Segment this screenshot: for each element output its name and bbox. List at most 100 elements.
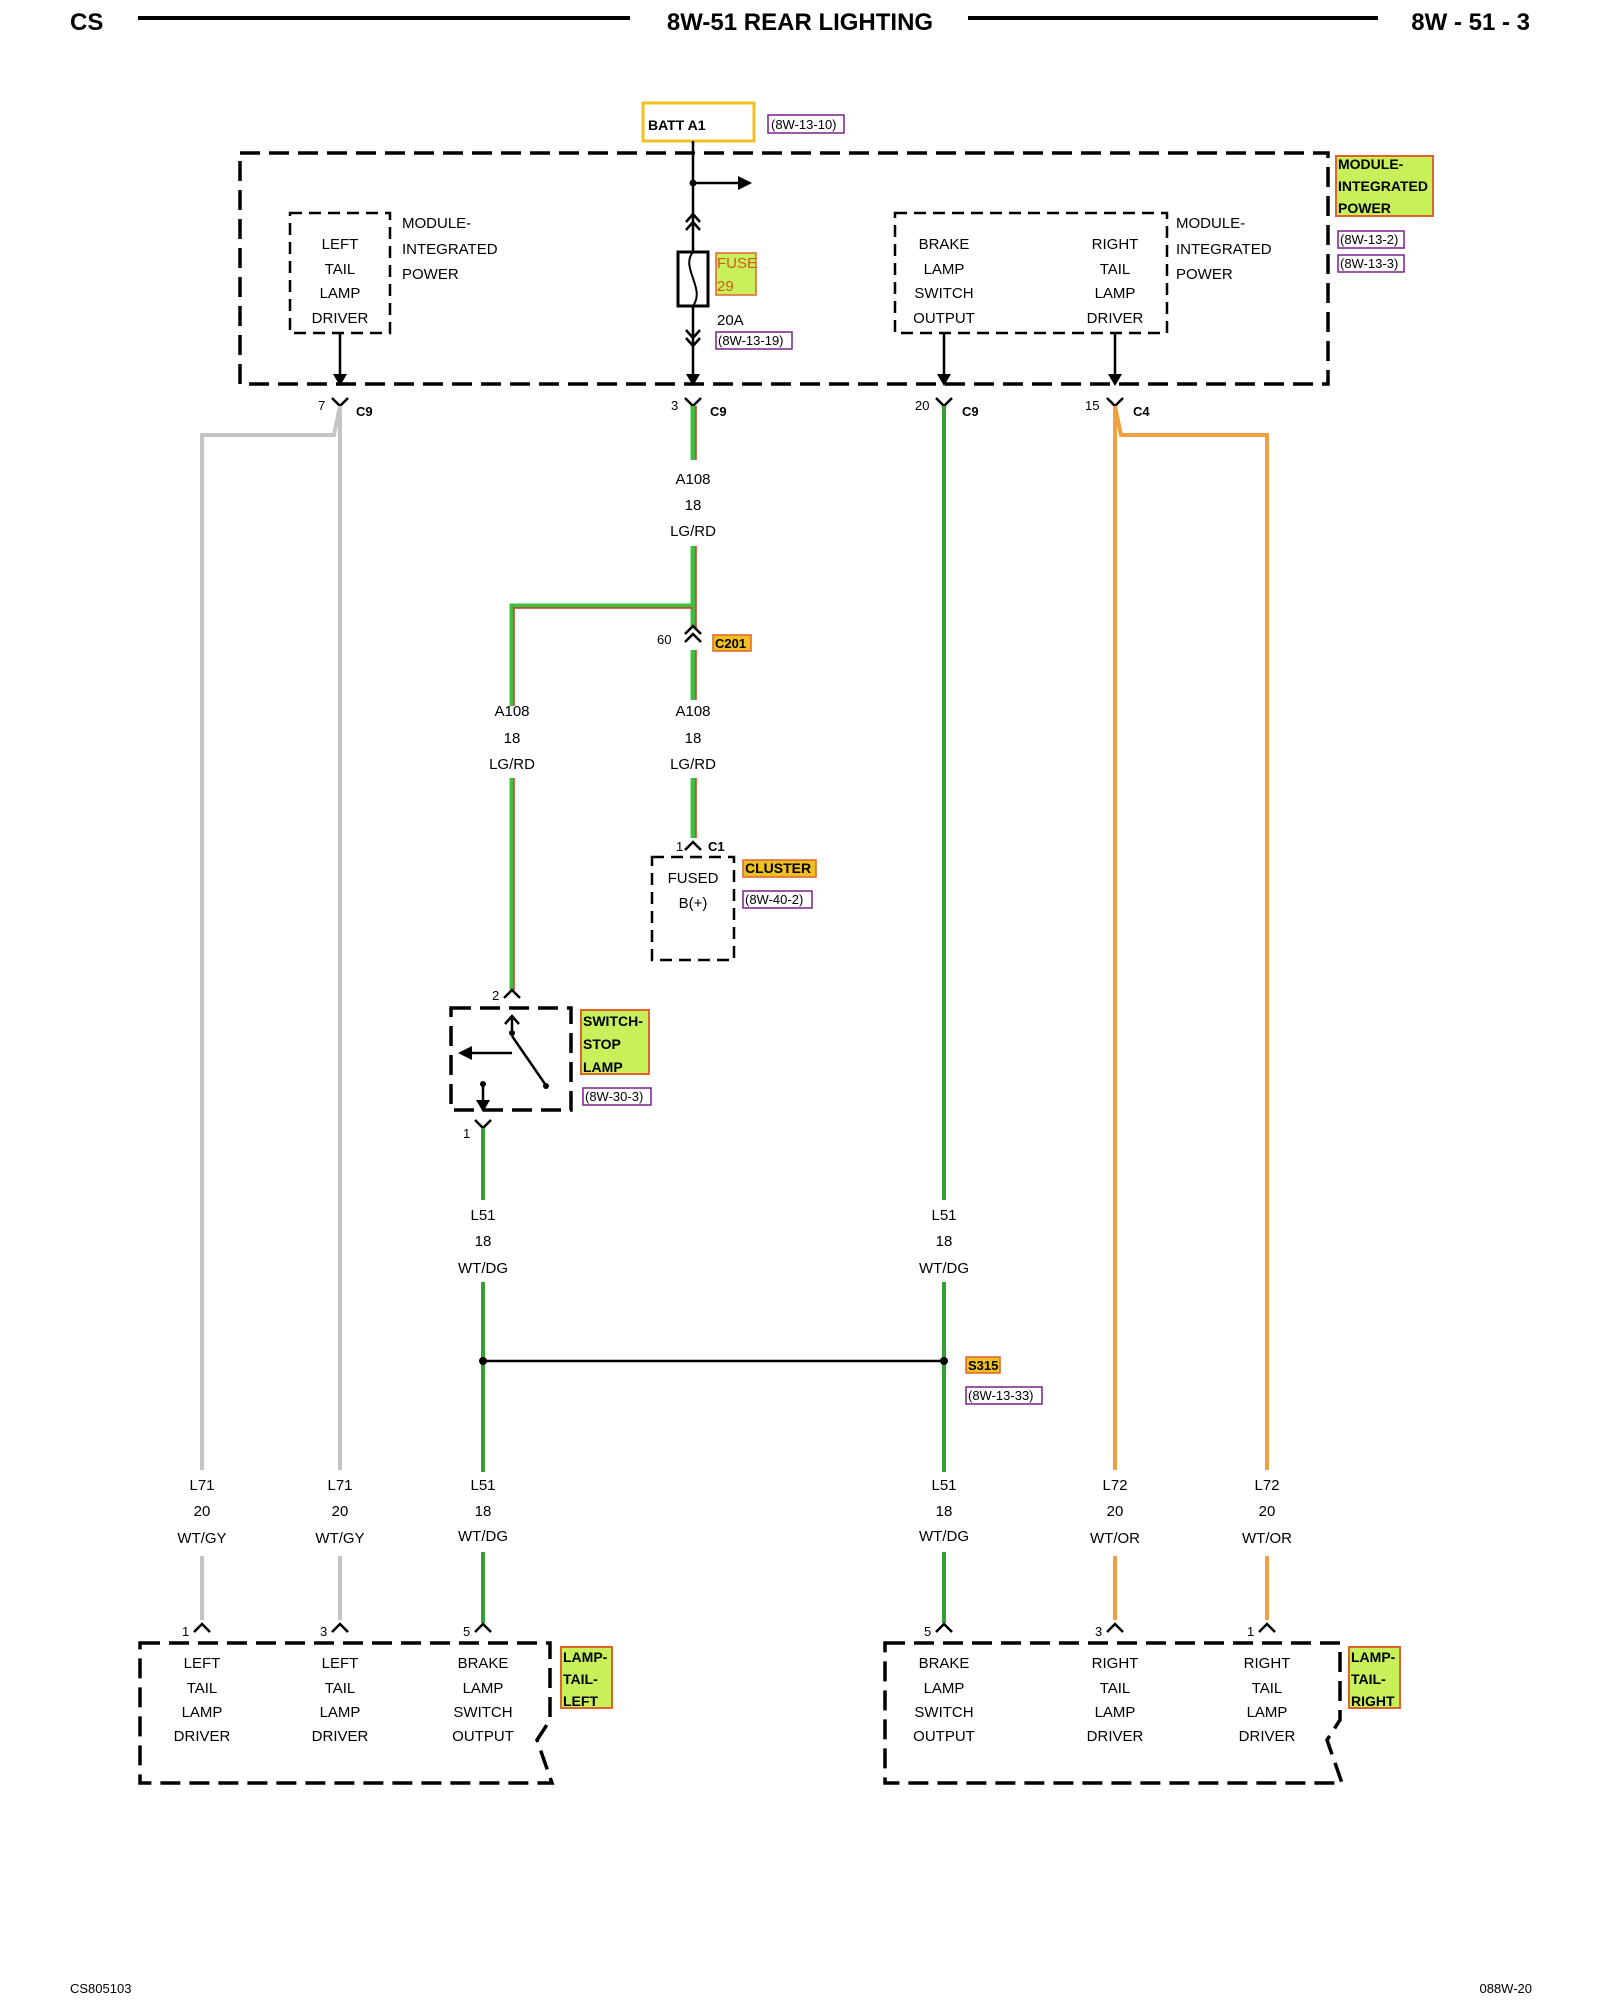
- switch-ref-box: [582, 1087, 652, 1106]
- switch-name-1: SWITCH-: [583, 1013, 643, 1029]
- stop-lamp-switch: 2 1 SWITCH- STOP LAMP (8W-30-3): [449, 988, 652, 1141]
- lamp-left-c1-4: DRIVER: [174, 1728, 231, 1745]
- batt-ref: (8W-13-10): [771, 117, 837, 132]
- right-driver-text-1: RIGHT: [1092, 236, 1139, 253]
- page-header: CS 8W-51 REAR LIGHTING 8W - 51 - 3: [70, 9, 1530, 36]
- lamp-right-c1-4: OUTPUT: [913, 1728, 975, 1745]
- c9-pin7-name: C9: [356, 404, 373, 419]
- module-ref1-box: [1337, 230, 1405, 249]
- header-left: CS: [70, 9, 103, 36]
- l51-bl-label-bg: [453, 1472, 513, 1552]
- lamp-right-c3-3: LAMP: [1247, 1704, 1288, 1721]
- c4-pin15-symbol: [1106, 397, 1124, 408]
- l72-a-circuit: L72: [1102, 1477, 1127, 1494]
- cluster-ref: (8W-40-2): [745, 892, 803, 907]
- arrow-fuse-output: [686, 374, 700, 386]
- switch-name-2: STOP: [583, 1036, 621, 1052]
- l51-switch-circuit: L51: [470, 1207, 495, 1224]
- right-driver-text-4: DRIVER: [1087, 310, 1144, 327]
- switch-label-highlight: [580, 1009, 650, 1075]
- c9-pin3-name: C9: [710, 404, 727, 419]
- lamp-left-box: [138, 1641, 555, 1785]
- c201-connector: 60 C201: [657, 624, 752, 652]
- switch-pin2-symbol: [503, 988, 521, 999]
- lamp-left-name-1: LAMP-: [563, 1649, 608, 1665]
- lamp-right-pin1-symbol: [1258, 1622, 1276, 1633]
- a108-top-gauge: 18: [685, 497, 702, 514]
- fuse-label-highlight: [715, 252, 757, 296]
- cluster-body-1: FUSED: [668, 870, 719, 887]
- footer-left: CS805103: [70, 1981, 131, 1996]
- wire-a108: [509, 406, 697, 990]
- switch-pin1-symbol: [474, 1119, 492, 1130]
- lower-wire-stubs: [200, 1556, 1269, 1620]
- splice-ref-box: [965, 1386, 1043, 1405]
- switch-ref: (8W-30-3): [585, 1089, 643, 1104]
- header-right: 8W - 51 - 3: [1411, 9, 1530, 36]
- c9-pin7-symbol: [331, 397, 349, 408]
- c201-symbol-lower: [684, 632, 702, 643]
- l51-switch-color: WT/DG: [458, 1260, 508, 1277]
- switch-pin-top: 2: [492, 988, 499, 1003]
- lamp-right-name-3: RIGHT: [1351, 1693, 1395, 1709]
- module-output-stubs: [333, 333, 1122, 386]
- l51-switch-label-bg: [455, 1200, 511, 1282]
- wire-l72-b-trace: [1113, 405, 1269, 1470]
- module-label-highlight: [1335, 155, 1434, 217]
- l71-a-label-bg: [172, 1472, 232, 1552]
- l71-b-gauge: 20: [332, 1503, 349, 1520]
- a108-top-circuit: A108: [675, 471, 710, 488]
- module-left-tail-driver: LEFT TAIL LAMP DRIVER MODULE- INTEGRATED…: [288, 211, 498, 335]
- l71-a-color: WT/GY: [177, 1530, 226, 1547]
- fuse-top-chevron-2: [685, 220, 701, 231]
- c9-pin3-number: 3: [671, 398, 678, 413]
- l51-main-circuit: L51: [931, 1207, 956, 1224]
- module-name-2: INTEGRATED: [1338, 178, 1428, 194]
- lamp-right-c2-1: RIGHT: [1092, 1655, 1139, 1672]
- module-ref-1: (8W-13-2): [1340, 232, 1398, 247]
- lamp-right-box: [883, 1641, 1345, 1785]
- fuse-bottom-chevron-2: [685, 337, 701, 348]
- a108-branch-green: [509, 603, 693, 706]
- cluster-highlight: [742, 859, 817, 878]
- lamp-right-c3-1: RIGHT: [1244, 1655, 1291, 1672]
- module-ref2-box: [1337, 254, 1405, 273]
- l71-a-circuit: L71: [189, 1477, 214, 1494]
- lamp-tail-left: 1 3 5 LEFT TAIL LAMP DRIVER LEFT TAIL LA…: [138, 1622, 613, 1785]
- lamp-left-c3-3: SWITCH: [453, 1704, 512, 1721]
- a108-branch-stripe: [513, 607, 693, 706]
- brake-output-text-4: OUTPUT: [913, 310, 975, 327]
- switch-name-3: LAMP: [583, 1059, 623, 1075]
- module-ref-2: (8W-13-3): [1340, 256, 1398, 271]
- lamp-right-c1-2: LAMP: [924, 1680, 965, 1697]
- splice-s315: S315 (8W-13-33): [479, 1356, 1043, 1405]
- a108-left-color: LG/RD: [489, 756, 535, 773]
- c9-pin20-symbol: [935, 397, 953, 408]
- l51-bl-color: WT/DG: [458, 1528, 508, 1545]
- lamp-left-name-3: LEFT: [563, 1693, 598, 1709]
- l51-main-gauge: 18: [936, 1233, 953, 1250]
- lamp-right-highlight: [1348, 1646, 1401, 1709]
- splice-dot-right: [940, 1357, 948, 1365]
- c201-name: C201: [715, 636, 746, 651]
- lamp-left-pin-5: 5: [463, 1624, 470, 1639]
- fuse-rating: 20A: [717, 312, 744, 329]
- a108-right-color: LG/RD: [670, 756, 716, 773]
- lamp-right-c1-1: BRAKE: [919, 1655, 970, 1672]
- wire-l71: [200, 405, 342, 1470]
- splice-ref: (8W-13-33): [968, 1388, 1034, 1403]
- batt-label: BATT A1: [648, 117, 706, 133]
- l72-a-color: WT/OR: [1090, 1530, 1140, 1547]
- batt-box: [641, 101, 756, 143]
- a108-top-color: LG/RD: [670, 523, 716, 540]
- module-label: MODULE- INTEGRATED POWER (8W-13-2) (8W-1…: [1335, 155, 1434, 273]
- lamp-right-name-2: TAIL-: [1351, 1671, 1386, 1687]
- lamp-left-pin1-symbol: [193, 1622, 211, 1633]
- fuse-ref: (8W-13-19): [718, 333, 784, 348]
- splice-highlight: [965, 1356, 1001, 1374]
- left-caption-2: INTEGRATED: [402, 241, 498, 258]
- splice-name: S315: [968, 1358, 998, 1373]
- l51-br-gauge: 18: [936, 1503, 953, 1520]
- l72-b-circuit: L72: [1254, 1477, 1279, 1494]
- c1-symbol: [684, 840, 702, 851]
